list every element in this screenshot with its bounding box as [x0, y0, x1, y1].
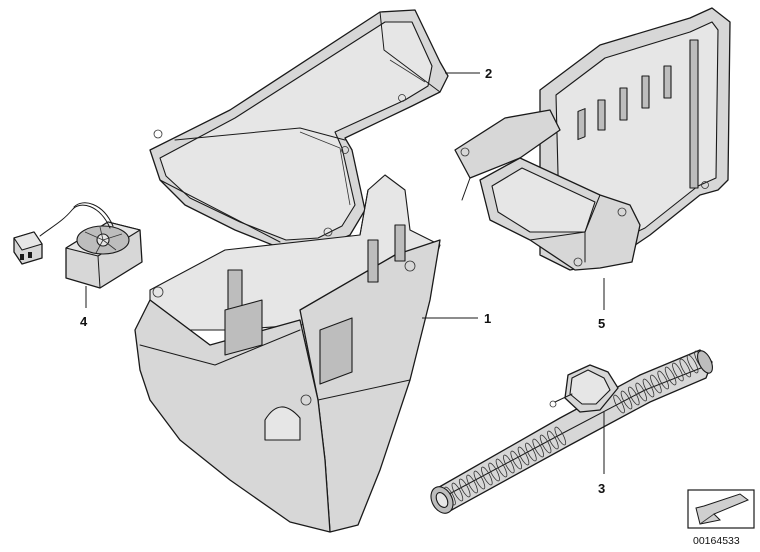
hose-ring	[466, 474, 478, 494]
hose-ring	[620, 390, 633, 410]
hose-ring	[510, 450, 522, 470]
hose-ring	[650, 374, 662, 394]
arrow-icon	[687, 489, 755, 529]
hose-ring	[664, 366, 677, 386]
hose-ring	[635, 382, 647, 402]
hose-ring	[517, 446, 530, 466]
hose-ring	[613, 394, 625, 414]
part-2-cover[interactable]	[149, 9, 449, 251]
hose-ring	[458, 478, 471, 498]
callout-2: 2	[485, 66, 492, 81]
hose-ring	[657, 370, 669, 390]
hose-ring	[628, 386, 640, 406]
part-1-housing[interactable]	[134, 174, 441, 533]
hose-ring	[679, 358, 692, 378]
hose-ring	[554, 426, 567, 446]
callout-4: 4	[80, 314, 88, 329]
hose-ring	[686, 354, 699, 374]
hose-corrugation	[444, 350, 706, 506]
callout-5: 5	[598, 316, 605, 331]
hose-ring	[672, 362, 684, 382]
hose-ring	[503, 454, 515, 474]
callout-1: 1	[484, 311, 491, 326]
hose-ring	[525, 442, 537, 462]
part-4-fan[interactable]	[13, 202, 143, 289]
part-5-bracket[interactable]	[454, 7, 731, 271]
part-3-hose[interactable]	[427, 349, 716, 517]
hose-ring	[539, 434, 552, 454]
hose-ring	[547, 430, 559, 450]
document-number: 00164533	[693, 535, 740, 547]
hose-ring	[488, 462, 500, 482]
hose-ring	[495, 458, 508, 478]
leader-lines	[85, 72, 605, 474]
callout-3: 3	[598, 481, 605, 496]
hose-ring	[451, 482, 464, 502]
hose-ring	[642, 378, 655, 398]
hose-ring	[473, 470, 486, 490]
hose-ring	[481, 466, 493, 486]
hose-ring	[532, 438, 544, 458]
